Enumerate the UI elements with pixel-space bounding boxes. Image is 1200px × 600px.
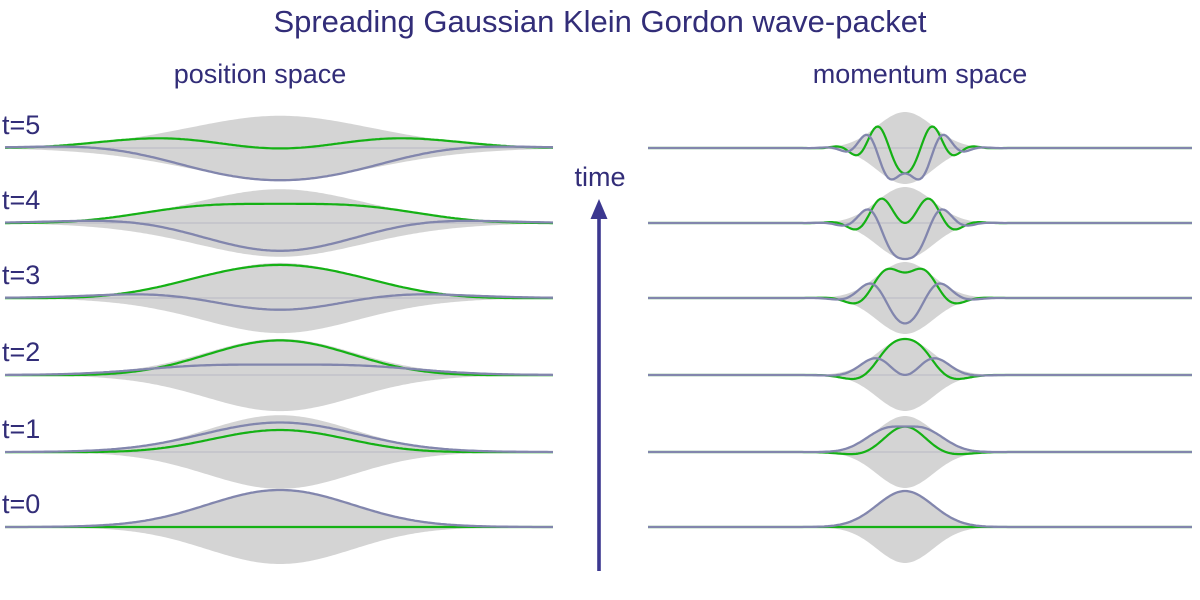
position-row-t5 xyxy=(4,115,554,182)
position-row-t2 xyxy=(4,338,554,412)
position-row-t3 xyxy=(4,262,553,334)
momentum-row-t3 xyxy=(648,262,1192,334)
imaginary-part-curve xyxy=(5,137,554,150)
page-title: Spreading Gaussian Klein Gordon wave-pac… xyxy=(273,4,927,39)
momentum-row-t0 xyxy=(648,489,1192,563)
time-arrow-head-icon xyxy=(590,199,608,219)
row-label-t2: t=2 xyxy=(2,337,41,367)
real-part-curve xyxy=(648,489,1192,529)
real-part-curve xyxy=(5,363,554,377)
momentum-row-t1 xyxy=(648,416,1192,488)
real-part-curve xyxy=(648,425,1192,454)
momentum-space-header: momentum space xyxy=(812,59,1028,89)
real-part-curve xyxy=(648,357,1192,377)
real-part-curve xyxy=(4,145,553,182)
row-label-t4: t=4 xyxy=(2,185,41,215)
real-part-curve xyxy=(648,133,1192,181)
imaginary-part-curve xyxy=(5,202,553,225)
row-label-t1: t=1 xyxy=(2,414,41,444)
real-part-curve xyxy=(648,208,1192,261)
real-part-curve xyxy=(648,282,1192,325)
position-row-t4 xyxy=(5,189,553,257)
momentum-row-t2 xyxy=(648,337,1192,411)
real-part-curve xyxy=(5,219,553,252)
position-row-t0 xyxy=(5,488,553,564)
row-label-t3: t=3 xyxy=(2,260,41,290)
position-space-header: position space xyxy=(173,59,347,89)
imaginary-part-curve xyxy=(5,428,553,454)
real-part-curve xyxy=(5,293,553,311)
row-label-t5: t=5 xyxy=(2,110,41,140)
real-part-curve xyxy=(5,421,553,454)
row-label-t0: t=0 xyxy=(2,489,41,519)
position-row-t1 xyxy=(5,415,553,489)
real-part-curve xyxy=(5,488,553,529)
momentum-row-t5 xyxy=(648,112,1192,184)
momentum-row-t4 xyxy=(648,187,1192,261)
imaginary-part-curve xyxy=(4,339,553,377)
time-axis-label: time xyxy=(574,162,626,192)
time-arrow xyxy=(590,199,608,571)
